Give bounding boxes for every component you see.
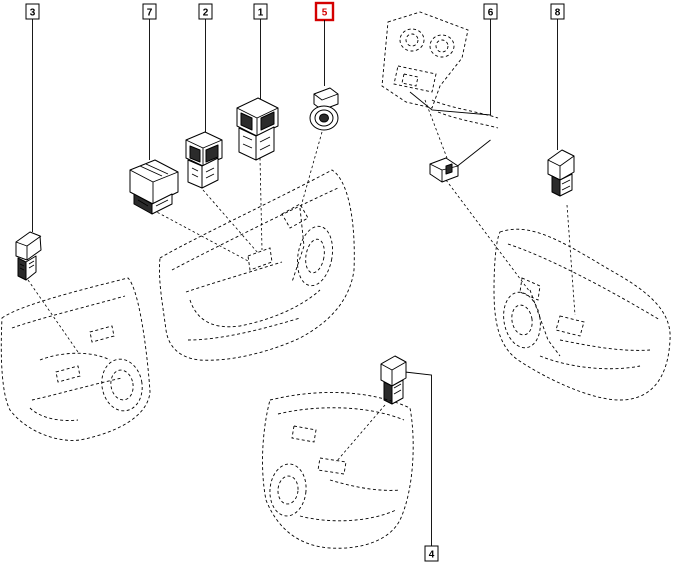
- switch-part-4[interactable]: [380, 355, 407, 405]
- callout-3[interactable]: 3: [25, 3, 40, 20]
- callout-2-label: 2: [203, 8, 209, 19]
- leader-lines: [32, 19, 558, 546]
- door-panel-rear-right: [262, 392, 414, 549]
- callout-8-label: 8: [555, 8, 561, 19]
- callout-7-label: 7: [147, 8, 153, 19]
- switch-part-2[interactable]: [185, 131, 223, 189]
- switch-part-7[interactable]: [129, 159, 179, 215]
- door-panel-front-left: [159, 169, 355, 361]
- switch-part-6[interactable]: [429, 157, 459, 183]
- switch-part-1[interactable]: [236, 97, 279, 161]
- callout-2[interactable]: 2: [198, 3, 213, 20]
- door-panel-front-right: [493, 228, 671, 401]
- callout-1-label: 1: [258, 8, 264, 19]
- callout-7[interactable]: 7: [142, 3, 157, 20]
- door-panel-rear-left: [0, 277, 151, 441]
- switch-part-8[interactable]: [547, 149, 575, 197]
- callout-5[interactable]: 5: [314, 1, 335, 22]
- callout-8[interactable]: 8: [550, 3, 565, 20]
- callout-1[interactable]: 1: [253, 3, 268, 20]
- knob-part-5[interactable]: [309, 87, 339, 131]
- callout-3-label: 3: [30, 8, 36, 19]
- callout-4-label: 4: [429, 550, 435, 561]
- callout-6-label: 6: [488, 8, 494, 19]
- callout-5-label: 5: [322, 8, 328, 19]
- callout-4[interactable]: 4: [424, 545, 439, 562]
- installation-dashed-lines: [27, 99, 576, 463]
- switch-part-3[interactable]: [15, 231, 42, 281]
- center-console-panel: [381, 11, 499, 129]
- callout-6[interactable]: 6: [483, 3, 498, 20]
